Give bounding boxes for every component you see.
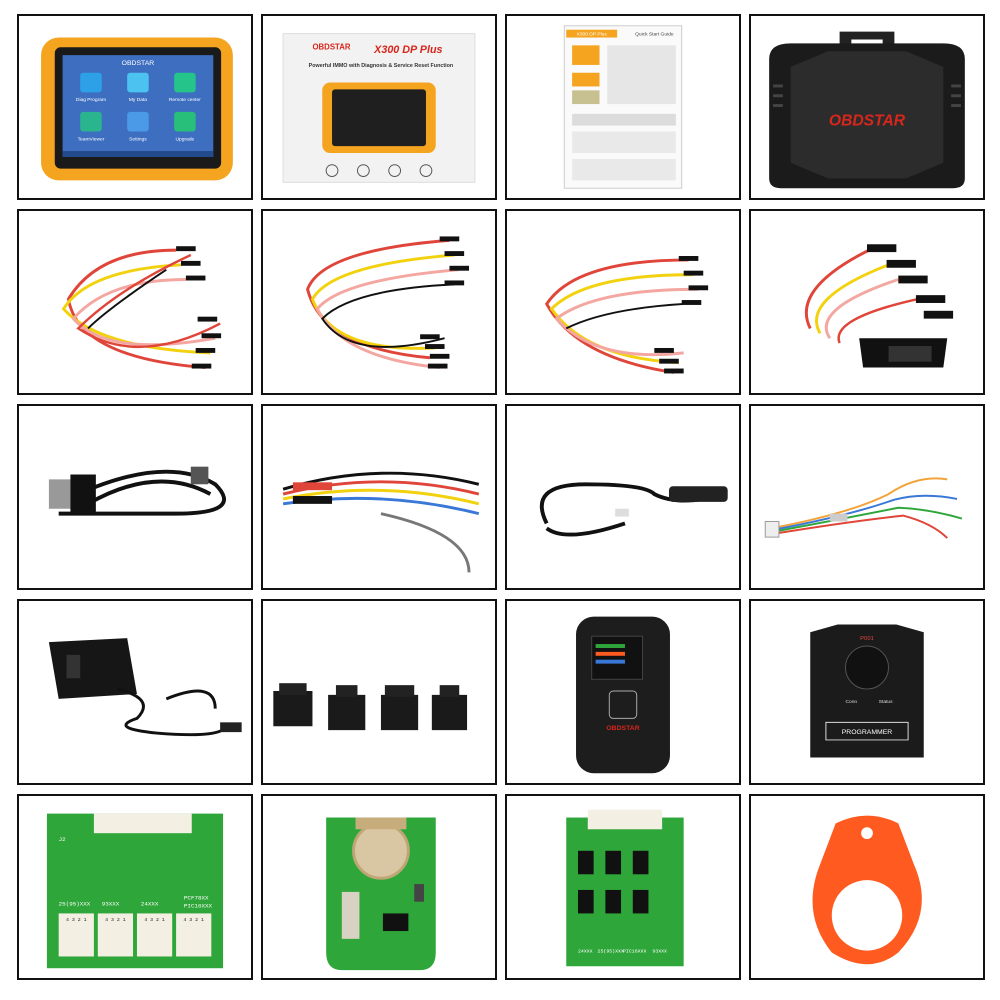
app-icon — [174, 111, 196, 132]
remote-tester-brand: OBDSTAR — [606, 725, 639, 732]
feature-icon — [388, 164, 402, 177]
socket-label: PIC16XXX — [623, 949, 646, 955]
app-icon — [80, 72, 102, 93]
tile-adapter-board: J2 25(95)XXX 93XXX 24XXX PCF78XX PIC16XX… — [17, 794, 253, 980]
box-image: OBDSTAR X300 DP Plus Powerful IMMO with … — [282, 33, 476, 183]
pin-label: 4 3 2 1 — [66, 917, 87, 923]
power-adapter-image — [48, 638, 242, 737]
tile-ribbon-wire — [749, 404, 985, 590]
orange-tag-image — [812, 815, 922, 965]
app-label: Diag Program — [76, 97, 106, 103]
conn-label: Conn — [845, 699, 857, 705]
key-programmer-image: P001 Conn Status PROGRAMMER — [810, 624, 924, 758]
feature-icon — [419, 164, 433, 177]
feature-icon — [325, 164, 339, 177]
db-cable-image — [48, 466, 226, 516]
tablet-app-grid: Diag Program My Data Remote center TeamV… — [76, 72, 201, 142]
socket-label: 25(95)XXX — [598, 949, 624, 955]
row-label: PIC16XXX — [184, 903, 213, 910]
tile-obd-cable — [749, 209, 985, 395]
row-label: 24XXX — [141, 901, 159, 908]
socket-label: 24XXX — [578, 949, 593, 955]
guide-title: Quick Start Guide — [635, 32, 674, 38]
tablet-brand: OBDSTAR — [122, 60, 155, 67]
box-brand: OBDSTAR — [312, 42, 350, 51]
tile-guide: X300 DP Plus Quick Start Guide — [505, 14, 741, 200]
tile-case: OBDSTAR — [749, 14, 985, 200]
jumper-cables-image — [61, 246, 222, 370]
tile-tablet: OBDSTAR Diag Program My Data Remote cent… — [17, 14, 253, 200]
tile-battery-board — [261, 794, 497, 980]
socket-board-image: 24XXX 25(95)XXX PIC16XXX 93XXX — [566, 809, 684, 967]
obd-cable-image — [804, 244, 954, 368]
battery-board-image — [326, 817, 436, 971]
app-icon — [127, 72, 149, 93]
app-label: Settings — [129, 136, 147, 142]
app-label: Remote center — [169, 97, 201, 103]
app-label: Upgrade — [176, 136, 195, 142]
clip-cable-image — [540, 482, 728, 537]
box-model: X300 DP Plus — [373, 44, 442, 56]
row-label: 25(95)XXX — [59, 901, 91, 908]
status-label: Status — [879, 699, 893, 705]
feature-icon — [356, 164, 370, 177]
obd-connectors-image — [273, 683, 468, 731]
tile-db-cable — [17, 404, 253, 590]
app-label: TeamViewer — [78, 136, 105, 142]
tile-orange-tag — [749, 794, 985, 980]
adapter-board-image: J2 25(95)XXX 93XXX 24XXX PCF78XX PIC16XX… — [46, 813, 224, 969]
app-label: My Data — [129, 97, 147, 103]
ribbon-wire-image — [764, 477, 963, 539]
jumper-cables-image — [544, 256, 709, 374]
tile-jumper-cables-1 — [17, 209, 253, 395]
tile-obd-connectors — [261, 599, 497, 785]
remote-tester-image: OBDSTAR — [576, 616, 670, 774]
app-icon — [174, 72, 196, 93]
programmer-label: PROGRAMMER — [842, 729, 893, 736]
tile-jumper-cables-3 — [505, 209, 741, 395]
tile-clip-cable — [505, 404, 741, 590]
pin-label: 4 3 2 1 — [105, 917, 126, 923]
app-icon — [80, 111, 102, 132]
box-tagline: Powerful IMMO with Diagnosis & Service R… — [309, 63, 454, 69]
app-icon — [127, 111, 149, 132]
case-brand: OBDSTAR — [829, 113, 906, 130]
tile-box: OBDSTAR X300 DP Plus Powerful IMMO with … — [261, 14, 497, 200]
tablet-image: OBDSTAR Diag Program My Data Remote cent… — [41, 37, 233, 181]
tile-key-programmer: P001 Conn Status PROGRAMMER — [749, 599, 985, 785]
pin-label: 4 3 2 1 — [183, 917, 204, 923]
guide-model: X300 DP Plus — [577, 32, 608, 38]
guide-image: X300 DP Plus Quick Start Guide — [563, 25, 683, 189]
pin-label: 4 3 2 1 — [144, 917, 165, 923]
tile-jumper-cables-2 — [261, 209, 497, 395]
tile-remote-tester: OBDSTAR — [505, 599, 741, 785]
tile-power-adapter — [17, 599, 253, 785]
tile-socket-board: 24XXX 25(95)XXX PIC16XXX 93XXX — [505, 794, 741, 980]
socket-label: 93XXX — [652, 949, 667, 955]
j2-label: J2 — [59, 836, 67, 843]
key-programmer-model: P001 — [860, 636, 874, 642]
multi-cable-image — [282, 471, 480, 573]
row-label: PCF78XX — [184, 895, 209, 902]
row-label: 93XXX — [102, 901, 120, 908]
case-image: OBDSTAR — [769, 31, 965, 189]
jumper-cables-image — [306, 236, 470, 370]
tile-multi-cable — [261, 404, 497, 590]
